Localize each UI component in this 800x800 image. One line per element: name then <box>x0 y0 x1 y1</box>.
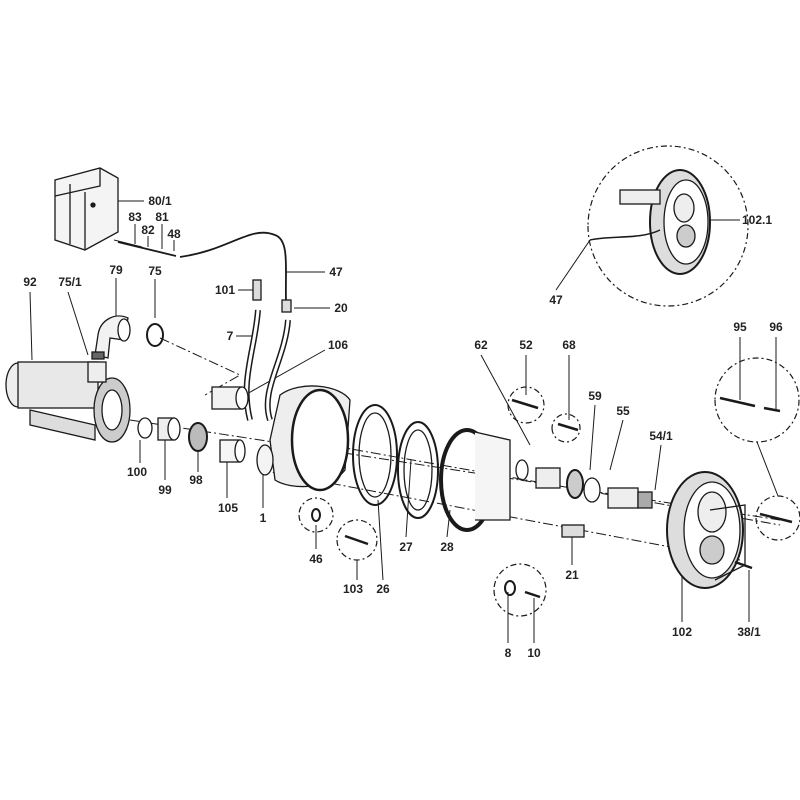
part-label-38-1: 38/1 <box>737 625 761 639</box>
jet-body <box>256 385 351 492</box>
elbow-and-clamp <box>91 315 164 360</box>
part-label-100: 100 <box>126 465 148 479</box>
part-label-92: 92 <box>23 275 37 289</box>
part-label-26: 26 <box>376 582 390 596</box>
part-label-75-1: 75/1 <box>58 275 82 289</box>
part-label-106: 106 <box>327 338 349 352</box>
part-label-95: 95 <box>733 320 747 334</box>
part-label-101: 101 <box>214 283 236 297</box>
part-label-79: 79 <box>109 263 123 277</box>
part-label-7: 7 <box>226 329 234 343</box>
part-label-62: 62 <box>474 338 488 352</box>
part-label-21: 21 <box>565 568 579 582</box>
part-label-80-1: 80/1 <box>148 194 172 208</box>
part-label-96: 96 <box>769 320 783 334</box>
part-label-47a: 47 <box>329 265 343 279</box>
part-label-46: 46 <box>309 552 323 566</box>
screws <box>344 396 793 599</box>
part-label-10: 10 <box>527 646 541 660</box>
part-label-98: 98 <box>189 473 203 487</box>
part-label-47b: 47 <box>549 293 563 307</box>
part-label-103: 103 <box>342 582 364 596</box>
part-label-52: 52 <box>519 338 533 352</box>
part-label-54-1: 54/1 <box>649 429 673 443</box>
gaskets-and-ring <box>352 404 511 532</box>
part-label-68: 68 <box>562 338 576 352</box>
part-label-75: 75 <box>148 264 162 278</box>
inner-fittings <box>515 459 653 538</box>
axis-lines <box>129 337 781 561</box>
part-label-82: 82 <box>141 223 155 237</box>
part-label-55: 55 <box>616 404 630 418</box>
part-label-28: 28 <box>440 540 454 554</box>
pump-motor <box>5 361 131 443</box>
air-hoses <box>243 279 292 421</box>
part-label-102-1: 102.1 <box>741 213 773 227</box>
detail-callouts <box>298 145 800 617</box>
detail-view-jet <box>589 169 711 275</box>
part-label-59: 59 <box>588 389 602 403</box>
part-label-48: 48 <box>167 227 181 241</box>
hose-clips <box>311 508 517 596</box>
seal-bearing-parts <box>137 386 249 463</box>
control-box <box>54 167 119 251</box>
part-label-105: 105 <box>217 501 239 515</box>
part-label-99: 99 <box>158 483 172 497</box>
part-label-1: 1 <box>259 511 267 525</box>
part-label-20: 20 <box>334 301 348 315</box>
sensor-hose <box>117 231 287 301</box>
part-label-83: 83 <box>128 210 142 224</box>
leader-lines <box>29 200 779 643</box>
part-label-81: 81 <box>155 210 169 224</box>
jet-face <box>666 471 746 589</box>
part-label-27: 27 <box>399 540 413 554</box>
part-label-102: 102 <box>671 625 693 639</box>
part-label-8: 8 <box>504 646 512 660</box>
